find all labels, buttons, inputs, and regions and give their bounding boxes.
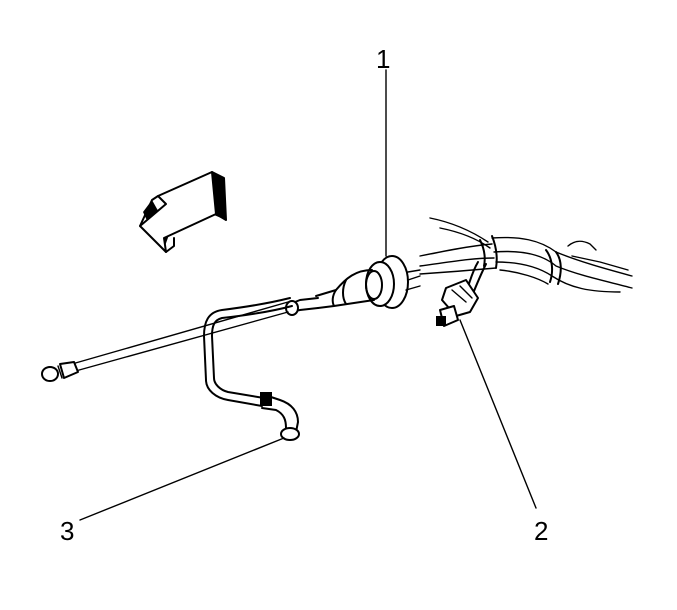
leader-lines: [79, 69, 537, 521]
callout-1-label: 1: [376, 44, 390, 74]
wiring-harness: [419, 217, 633, 293]
sensor-wire: [41, 297, 319, 382]
wiring-grommet: [315, 255, 421, 309]
callout-2-label: 2: [534, 516, 548, 546]
bent-tube: [203, 297, 300, 441]
callout-3-label: 3: [60, 516, 74, 546]
direction-arrow-icon: [139, 171, 227, 253]
electrical-connector: [436, 261, 487, 327]
